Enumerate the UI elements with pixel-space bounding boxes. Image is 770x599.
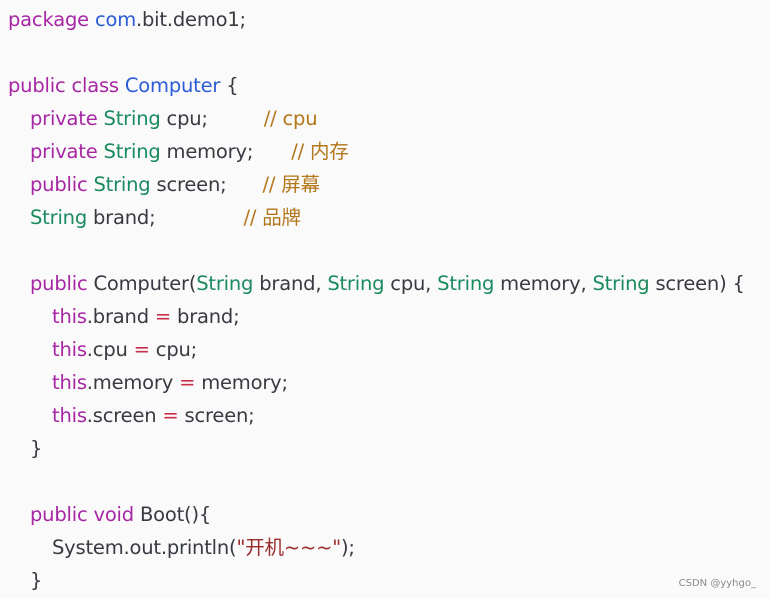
field-name: brand; <box>87 206 156 229</box>
type: String <box>103 140 161 163</box>
code-line-field-memory: private String memory; // 内存 <box>8 135 770 168</box>
rhs: screen; <box>178 404 255 427</box>
watermark: CSDN @yyhgo_ <box>678 578 756 589</box>
type: String <box>327 272 385 295</box>
param: cpu, <box>384 272 438 295</box>
lhs: .memory <box>86 371 180 394</box>
param: screen) { <box>649 272 745 295</box>
code-line-field-cpu: private String cpu; // cpu <box>8 102 770 135</box>
operator: = <box>154 305 172 328</box>
code-line-blank <box>8 465 770 498</box>
ctor-name: Computer( <box>87 272 197 295</box>
call: System.out.println( <box>52 536 237 559</box>
brace: { <box>220 74 239 97</box>
param: memory, <box>494 272 593 295</box>
type: String <box>592 272 650 295</box>
this-keyword: this <box>52 371 87 394</box>
call-end: ); <box>341 536 355 559</box>
code-line-assign-brand: this.brand = brand; <box>8 300 770 333</box>
comment: // cpu <box>263 107 318 130</box>
code-line-assign-cpu: this.cpu = cpu; <box>8 333 770 366</box>
comment: // 内存 <box>291 140 349 163</box>
field-name: cpu; <box>160 107 208 130</box>
code-line-close-brace: } <box>8 564 770 597</box>
param: brand, <box>253 272 328 295</box>
operator: = <box>133 338 150 361</box>
type: String <box>103 107 161 130</box>
operator: = <box>179 371 196 394</box>
lhs: .screen <box>86 404 163 427</box>
lhs: .brand <box>86 305 155 328</box>
lhs: .cpu <box>86 338 134 361</box>
type: String <box>437 272 495 295</box>
type: void <box>93 503 134 526</box>
string-literal: "开机~~~" <box>236 536 342 559</box>
code-line-package: package com.bit.demo1; <box>8 3 770 36</box>
code-line-boot: public void Boot(){ <box>8 498 770 531</box>
code-line-assign-memory: this.memory = memory; <box>8 366 770 399</box>
type: String <box>93 173 151 196</box>
brace: } <box>30 569 43 592</box>
package-name: com <box>94 8 136 31</box>
comment: // 屏幕 <box>262 173 320 196</box>
code-line-field-brand: String brand; // 品牌 <box>8 201 770 234</box>
field-name: screen; <box>150 173 227 196</box>
modifier: public <box>30 503 88 526</box>
modifier: public <box>30 173 88 196</box>
brace: } <box>30 437 43 460</box>
code-line-class: public class Computer { <box>8 69 770 102</box>
operator: = <box>162 404 179 427</box>
code-line-assign-screen: this.screen = screen; <box>8 399 770 432</box>
modifier: private <box>30 140 98 163</box>
this-keyword: this <box>52 338 87 361</box>
code-line-blank <box>8 36 770 69</box>
comment: // 品牌 <box>243 206 301 229</box>
type: String <box>196 272 254 295</box>
this-keyword: this <box>52 404 87 427</box>
code-line-close-brace: } <box>8 432 770 465</box>
code-line-constructor: public Computer(String brand, String cpu… <box>8 267 770 300</box>
this-keyword: this <box>52 305 87 328</box>
class-name: Computer <box>124 74 221 97</box>
rhs: memory; <box>195 371 288 394</box>
code-block: package com.bit.demo1; public class Comp… <box>8 3 770 597</box>
method-name: Boot(){ <box>133 503 212 526</box>
type: String <box>30 206 87 229</box>
rhs: cpu; <box>149 338 198 361</box>
code-line-println: System.out.println("开机~~~"); <box>8 531 770 564</box>
modifier: private <box>30 107 98 130</box>
package-rest: .bit.demo1; <box>136 8 246 31</box>
rhs: brand; <box>171 305 240 328</box>
code-line-field-screen: public String screen; // 屏幕 <box>8 168 770 201</box>
code-line-blank <box>8 234 770 267</box>
modifier: public <box>30 272 88 295</box>
keyword: package <box>8 8 89 31</box>
keyword: public class <box>8 74 119 97</box>
field-name: memory; <box>160 140 254 163</box>
